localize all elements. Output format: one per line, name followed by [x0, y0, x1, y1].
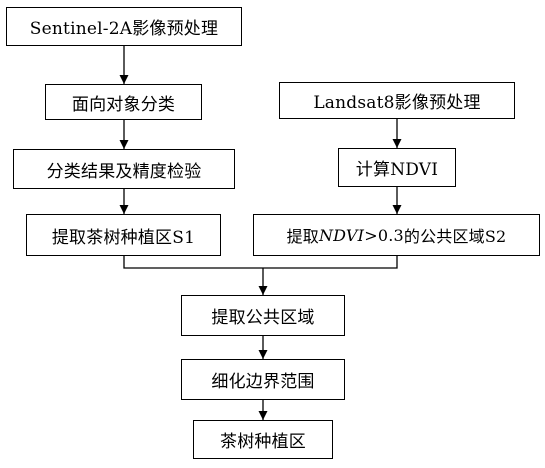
node-extract-s2-op: > [364, 225, 378, 245]
node-landsat-preprocess-label: Landsat8影像预处理 [313, 93, 481, 113]
node-refine: 细化边界范围 [181, 359, 345, 400]
node-accuracy-label: 分类结果及精度检验 [46, 161, 202, 182]
node-obia-label: 面向对象分类 [71, 94, 176, 115]
merge-line-s1 [123, 256, 263, 269]
merge-line-s2 [263, 256, 398, 269]
node-result-label: 茶树种植区 [220, 432, 306, 452]
node-common-label: 提取公共区域 [211, 308, 315, 328]
node-s2-preprocess-label: Sentinel-2A影像预处理 [29, 19, 219, 39]
node-extract-s1: 提取茶树种植区S1 [26, 214, 221, 256]
node-refine-label: 细化边界范围 [211, 372, 315, 392]
node-landsat-preprocess: Landsat8影像预处理 [279, 82, 515, 119]
node-extract-s2-suffix: 的公共区域S2 [403, 227, 507, 246]
node-obia: 面向对象分类 [45, 84, 202, 120]
node-extract-s1-label: 提取茶树种植区S1 [51, 227, 196, 248]
node-result: 茶树种植区 [193, 420, 333, 459]
node-extract-s2-var: NDVI [318, 225, 365, 245]
node-s2-preprocess: Sentinel-2A影像预处理 [6, 7, 242, 46]
node-common: 提取公共区域 [181, 295, 345, 336]
node-extract-s2-prefix: 提取 [286, 227, 319, 246]
node-extract-s2-value: 0.3 [377, 225, 404, 245]
node-ndvi: 计算NDVI [338, 148, 456, 187]
node-accuracy: 分类结果及精度检验 [13, 149, 235, 189]
node-ndvi-label: 计算NDVI [355, 160, 439, 180]
